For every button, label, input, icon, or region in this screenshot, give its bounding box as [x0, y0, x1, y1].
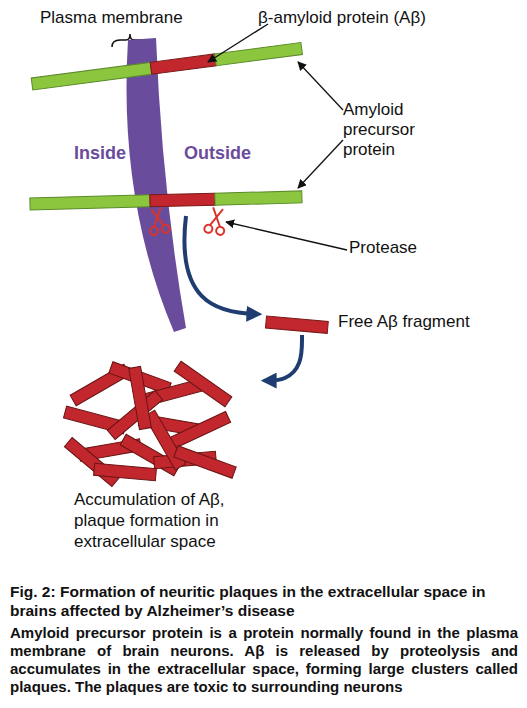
flow-arrow — [267, 335, 302, 381]
region-label: Outside — [184, 143, 274, 163]
amyloid-segment — [94, 463, 157, 480]
amyloid-segment — [174, 361, 232, 406]
leader-arrow — [298, 62, 343, 110]
free-fragment-bar — [265, 316, 328, 333]
membrane-label: Plasma membrane — [40, 8, 215, 28]
protein-segment — [30, 195, 150, 210]
leader-arrow — [298, 140, 343, 188]
amyloid-segment — [150, 54, 216, 74]
amyloid-segment — [64, 437, 119, 486]
amyloid-segment — [169, 411, 230, 448]
protein-label: β-amyloid protein (Aβ) — [258, 8, 508, 28]
node-text: Accumulation of Aβ, plaque formation in … — [74, 489, 261, 552]
scissors-handle — [216, 226, 225, 235]
amyloid-segment — [150, 193, 215, 207]
region-label: Inside — [74, 143, 144, 163]
amyloid-segment — [174, 446, 236, 478]
scissors-blade — [210, 207, 223, 226]
scissors-handle — [204, 224, 213, 233]
plaque-cluster — [64, 361, 237, 486]
fragment-node: Free Aβ fragment — [262, 309, 512, 335]
release-arrow — [184, 216, 256, 314]
precursor-protein-bar — [31, 43, 302, 90]
enzyme-label: Protease — [349, 238, 469, 258]
amyloid-segment — [144, 410, 185, 470]
node-text: Free Aβ fragment — [338, 309, 512, 335]
scissors-handle — [149, 226, 158, 235]
protein-segment — [215, 43, 303, 66]
protein-segment — [31, 62, 152, 90]
plasma-membrane — [126, 38, 186, 332]
leader-arrow — [226, 222, 347, 250]
protein-segment — [215, 191, 302, 205]
figure-caption: Amyloid precursor protein is a protein n… — [10, 624, 518, 696]
scissors-symbol — [146, 206, 170, 235]
plaque-node: Accumulation of Aβ, plaque formation in … — [66, 355, 261, 552]
figure-title: Fig. 2: Formation of neuritic plaques in… — [10, 582, 518, 620]
scissors-symbol — [204, 206, 228, 235]
amyloid-segment — [129, 366, 152, 429]
precursor-protein-bar — [30, 191, 302, 210]
scissors-blade — [151, 207, 164, 226]
scissors-handle — [161, 224, 170, 233]
protein-label: Amyloid precursor protein — [343, 100, 453, 160]
leader-arrow — [208, 24, 268, 62]
amyloid-segment — [265, 316, 328, 333]
